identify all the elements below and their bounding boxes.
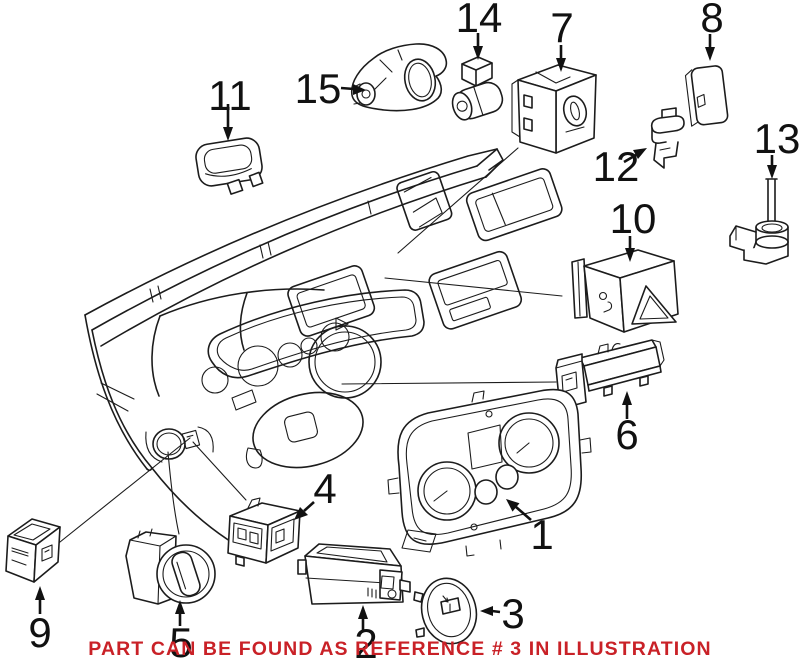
- callout-3-label: 3: [501, 590, 524, 637]
- callout-8-label: 8: [700, 0, 723, 41]
- leader-to-part-4: [192, 441, 247, 501]
- part-10-drawing: [571, 249, 679, 333]
- part-8-drawing: [684, 65, 729, 127]
- callout-12-label: 12: [593, 143, 640, 190]
- leader-to-part-9: [54, 437, 191, 547]
- part-11-drawing: [195, 137, 264, 195]
- callout-1-arrow: [515, 506, 532, 521]
- part-14-drawing: [451, 56, 504, 121]
- callout-9-label: 9: [28, 609, 51, 656]
- part-15-drawing: [350, 43, 448, 112]
- callout-11: 11: [208, 72, 252, 141]
- callout-10: 10: [610, 195, 657, 262]
- callout-1: 1: [506, 499, 554, 558]
- callout-2-label: 2: [354, 620, 377, 664]
- callout-15: 15: [295, 65, 366, 112]
- callout-3: 3: [480, 590, 525, 637]
- leader-to-part-6: [341, 381, 557, 385]
- part-1-drawing: [387, 388, 592, 557]
- callout-14: 14: [456, 0, 503, 60]
- dashboard-drawing: [54, 147, 563, 555]
- callout-6-label: 6: [615, 411, 638, 458]
- leader-to-part-7: [397, 147, 519, 254]
- callout-10-label: 10: [610, 195, 657, 242]
- callout-13: 13: [754, 115, 800, 179]
- part-9-drawing: [5, 518, 61, 583]
- callout-12-arrow: [623, 153, 637, 164]
- part-12-drawing: [650, 107, 685, 169]
- callout-7: 7: [550, 4, 574, 72]
- leader-to-part-10: [384, 277, 563, 297]
- callout-2: 2: [354, 605, 378, 664]
- callout-13-label: 13: [754, 115, 800, 162]
- callout-5-label: 5: [169, 619, 192, 664]
- callout-8: 8: [700, 0, 724, 61]
- callout-15-arrow: [340, 86, 355, 91]
- callout-1-label: 1: [530, 511, 553, 558]
- callout-9: 9: [28, 586, 52, 656]
- callout-5: 5: [169, 600, 193, 664]
- callout-11-label: 11: [208, 72, 252, 119]
- reference-note: PART CAN BE FOUND AS REFERENCE # 3 IN IL…: [88, 638, 711, 660]
- part-7-drawing: [511, 64, 597, 154]
- callout-14-label: 14: [456, 0, 503, 41]
- callout-4-arrow: [303, 501, 315, 512]
- callout-4: 4: [294, 465, 337, 520]
- callout-4-label: 4: [313, 465, 336, 512]
- part-4-drawing: [227, 497, 301, 567]
- part-5-drawing: [125, 528, 216, 605]
- callout-12: 12: [593, 143, 647, 190]
- callout-6: 6: [615, 391, 639, 458]
- part-3-drawing: [413, 577, 478, 645]
- leader-to-part-5: [167, 451, 180, 535]
- part-2-drawing: [297, 529, 437, 605]
- callout-7-label: 7: [550, 4, 573, 51]
- part-13-drawing: [729, 178, 789, 265]
- callout-15-label: 15: [295, 65, 342, 112]
- callout-3-arrow: [491, 609, 501, 614]
